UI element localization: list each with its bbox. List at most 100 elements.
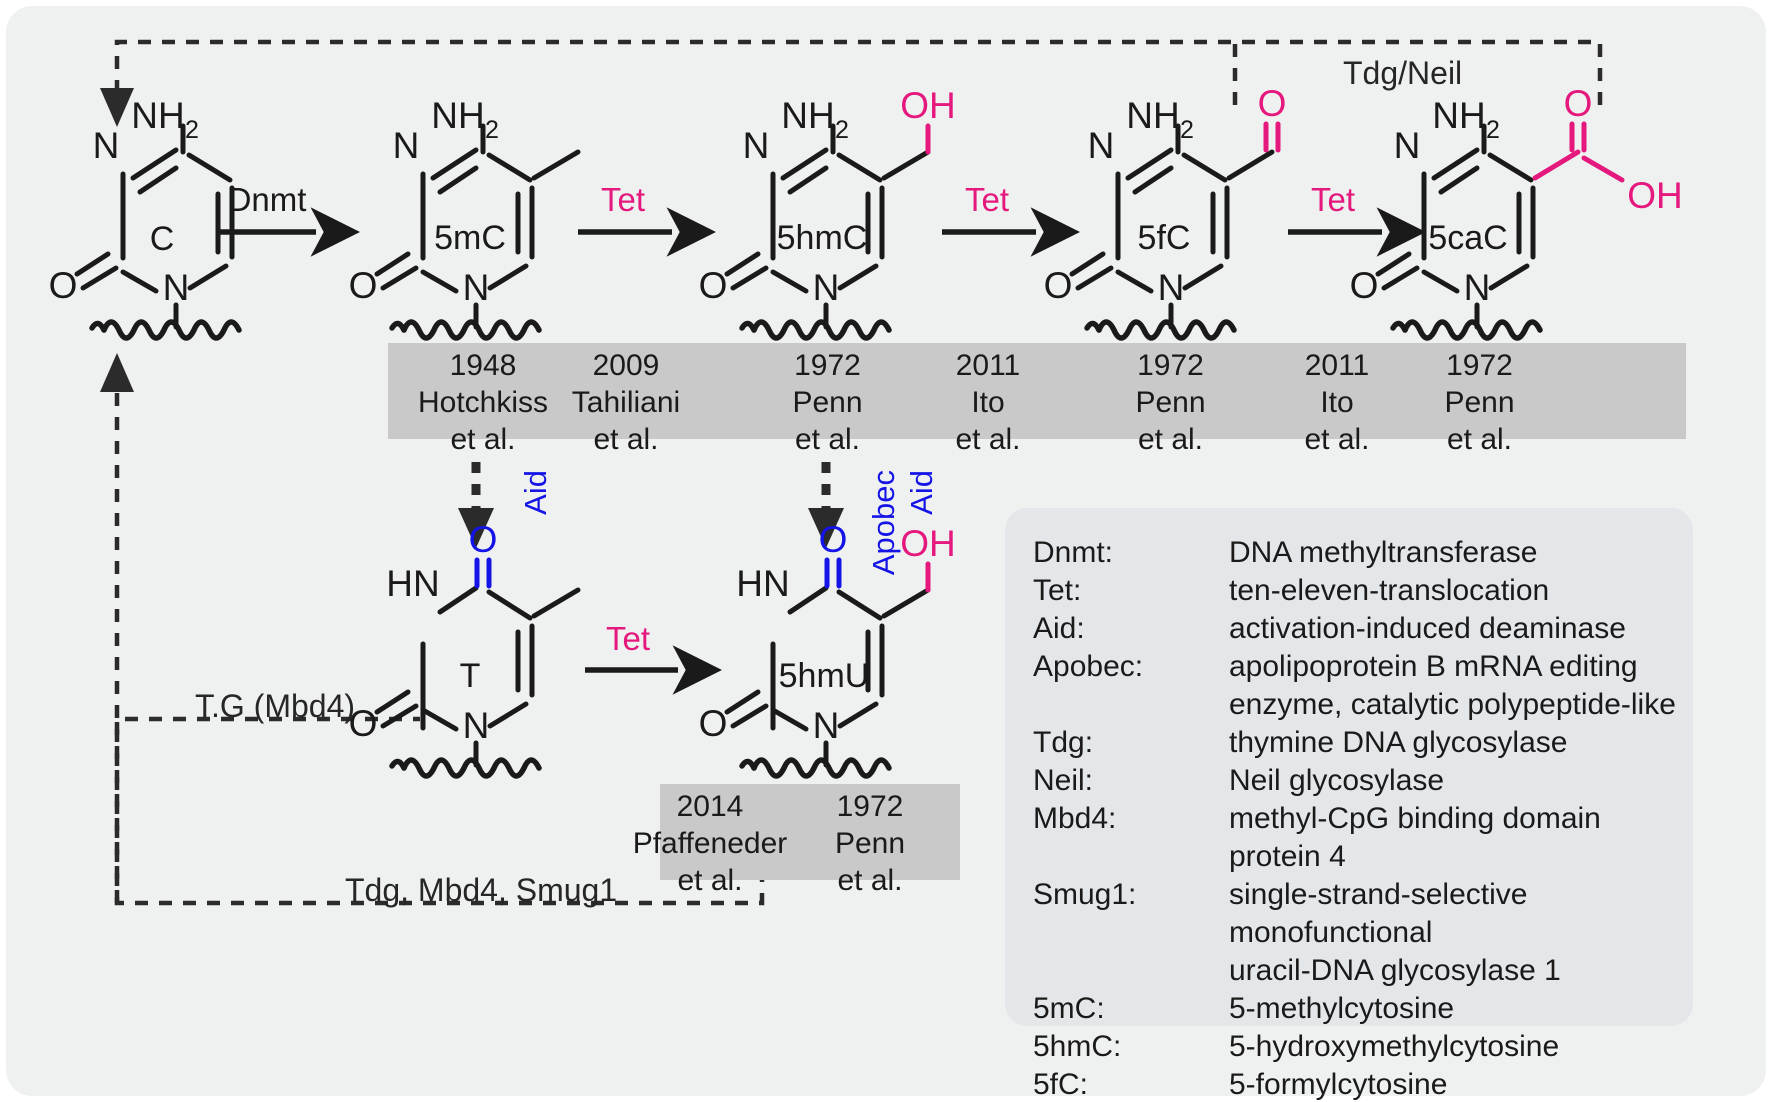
molecule-5caC: N N O NH 2 O OH 5caC xyxy=(1350,83,1683,341)
enzyme-label: Tet xyxy=(965,181,1009,218)
citation-2: 1972 Penn et al. xyxy=(740,347,915,458)
legend-value: enzyme, catalytic polypeptide-like xyxy=(1229,688,1676,721)
enzyme-label: Dnmt xyxy=(228,181,307,218)
atom-label: N xyxy=(93,125,120,166)
molecule-id-label: 5hmU xyxy=(779,657,870,695)
molecule-id-label: 5mC xyxy=(434,219,506,257)
legend-value: apolipoprotein B mRNA editing xyxy=(1229,650,1638,683)
atom-label-sub: 2 xyxy=(835,116,849,144)
legend-value: activation-induced deaminase xyxy=(1229,612,1626,645)
atom-label: NH xyxy=(431,95,484,136)
molecule-id-label: C xyxy=(150,220,175,258)
pathway-label-tdg-neil: Tdg/Neil xyxy=(1343,55,1463,91)
atom-label: O xyxy=(699,265,728,306)
legend-value: single-strand-selective monofunctional xyxy=(1229,878,1528,949)
atom-label-oh: OH xyxy=(900,523,956,564)
legend-value: methyl-CpG binding domain protein 4 xyxy=(1229,802,1601,873)
reaction-arrow-tet-4: Tet xyxy=(585,620,722,695)
atom-label: N xyxy=(813,267,840,308)
citation-etal: et al. xyxy=(955,423,1021,456)
molecule-id-label: 5caC xyxy=(1428,219,1507,257)
legend-row: Dnmt: DNA methyltransferase xyxy=(1033,534,1693,572)
citation-year: 2011 xyxy=(955,349,1021,382)
citation-year: 1972 xyxy=(836,790,904,823)
atom-label: NH xyxy=(131,95,184,136)
citation-3: 2011 Ito et al. xyxy=(913,347,1063,458)
pathway-tdg-neil-arrowhead xyxy=(100,88,134,127)
citation-bar-bottom xyxy=(660,784,960,880)
citation-etal: et al. xyxy=(1304,423,1370,456)
citation-author: Tahiliani xyxy=(571,386,681,419)
atom-label: O xyxy=(1350,265,1379,306)
atom-label-oh: OH xyxy=(1627,175,1683,216)
citation-1: 2009 Tahiliani et al. xyxy=(546,347,706,458)
pathway-tdg-neil-lines xyxy=(114,39,1603,105)
legend-row: Smug1: single-strand-selective monofunct… xyxy=(1033,876,1693,952)
citation-bottom-1: 1972 Penn et al. xyxy=(800,788,940,899)
atom-label: O xyxy=(1044,265,1073,306)
atom-label: O xyxy=(349,265,378,306)
legend-value: uracil-DNA glycosylase 1 xyxy=(1229,954,1561,987)
legend-key: Dnmt: xyxy=(1033,536,1114,569)
enzyme-label: Tet xyxy=(601,181,645,218)
legend-row: uracil-DNA glycosylase 1 xyxy=(1033,952,1693,990)
legend-value: 5-methylcytosine xyxy=(1229,992,1455,1025)
enzyme-label-aid-1: Aid xyxy=(518,470,553,515)
enzyme-label: Tet xyxy=(606,620,650,657)
atom-label: N xyxy=(1394,125,1421,166)
molecule-id-label: 5fC xyxy=(1138,219,1191,257)
pathway-tdg-mbd4-smug1-arrowhead xyxy=(100,353,134,392)
reaction-arrow-aid xyxy=(458,462,494,548)
legend-value: 5-formylcytosine xyxy=(1229,1068,1448,1101)
reaction-arrow-tet-2: Tet xyxy=(942,181,1080,257)
legend-key: Neil: xyxy=(1033,764,1094,797)
citation-etal: et al. xyxy=(677,864,743,897)
legend-value: Neil glycosylase xyxy=(1229,764,1445,797)
legend-value: 5-hydroxymethylcytosine xyxy=(1229,1030,1560,1063)
citation-author: Ito xyxy=(1320,386,1354,419)
atom-label: NH xyxy=(1432,95,1485,136)
citation-author: Penn xyxy=(834,827,906,860)
citation-etal: et al. xyxy=(837,864,903,897)
atom-label: O xyxy=(349,703,378,744)
atom-label-oh: OH xyxy=(900,85,956,126)
legend-row: enzyme, catalytic polypeptide-like xyxy=(1033,686,1693,724)
legend-key: 5fC: xyxy=(1033,1068,1089,1101)
citation-0: 1948 Hotchkiss et al. xyxy=(388,347,578,458)
reaction-arrow-dnmt: Dnmt xyxy=(219,181,360,257)
legend-value: ten-eleven-translocation xyxy=(1229,574,1550,607)
legend-key: 5mC: xyxy=(1033,992,1105,1025)
legend-value: thymine DNA glycosylase xyxy=(1229,726,1568,759)
reaction-arrow-aid-apobec xyxy=(808,462,844,548)
legend-key: Smug1: xyxy=(1033,878,1137,911)
atom-label-o: O xyxy=(819,519,848,560)
legend-key: 5hmC: xyxy=(1033,1030,1122,1063)
molecule-T: HN N O O T xyxy=(349,519,581,779)
legend-key: Mbd4: xyxy=(1033,802,1117,835)
atom-label-o: O xyxy=(469,519,498,560)
citation-year: 1948 xyxy=(449,349,517,382)
citation-author: Penn xyxy=(1444,386,1515,419)
atom-label: O xyxy=(699,703,728,744)
citation-etal: et al. xyxy=(794,423,861,456)
atom-label: NH xyxy=(1126,95,1179,136)
pathway-label-tg-mbd4: T.G (Mbd4) xyxy=(195,688,356,724)
atom-label-sub: 2 xyxy=(485,116,499,144)
legend-row: 5mC: 5-methylcytosine xyxy=(1033,990,1693,1028)
pathway-tg-mbd4-lines xyxy=(114,716,420,903)
legend-key: Tet: xyxy=(1033,574,1082,607)
citation-author: Penn xyxy=(792,386,863,419)
atom-label: N xyxy=(163,267,190,308)
citation-etal: et al. xyxy=(1137,423,1204,456)
atom-label-o: O xyxy=(1564,83,1593,124)
legend-row: Mbd4: methyl-CpG binding domain protein … xyxy=(1033,800,1693,876)
atom-label: N xyxy=(393,125,420,166)
reaction-arrow-tet-3: Tet xyxy=(1288,181,1426,257)
legend-panel: Dnmt: DNA methyltransferase Tet: ten-ele… xyxy=(1005,508,1693,1101)
citation-6: 1972 Penn et al. xyxy=(1392,347,1567,458)
atom-label: NH xyxy=(781,95,834,136)
citation-5: 2011 Ito et al. xyxy=(1262,347,1412,458)
citation-year: 1972 xyxy=(1137,349,1204,382)
